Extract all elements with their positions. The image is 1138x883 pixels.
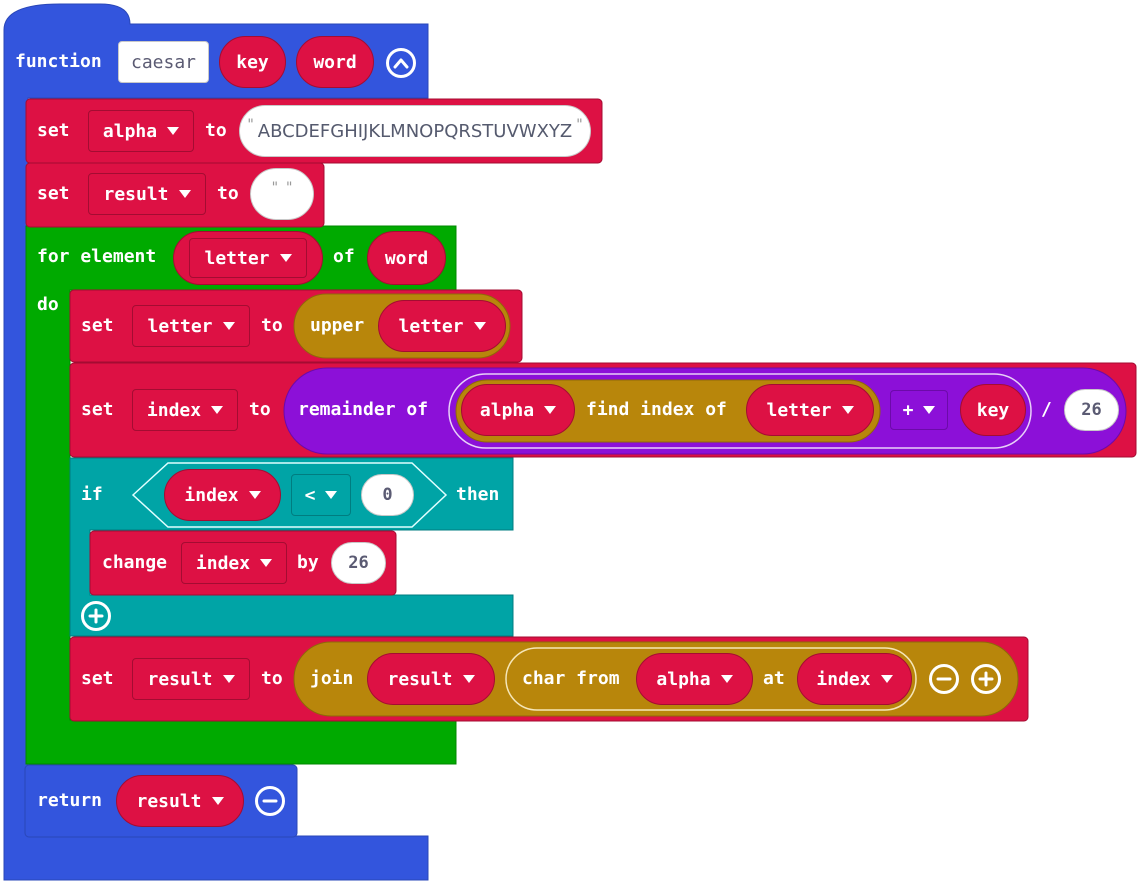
function-block-shape: [3, 3, 429, 881]
do-keyword: do: [37, 294, 59, 315]
set-keyword: set: [81, 399, 114, 420]
loop-variable[interactable]: letter: [173, 231, 323, 285]
then-keyword: then: [456, 484, 500, 505]
function-name-field[interactable]: caesar: [118, 41, 209, 83]
return-value-result[interactable]: result: [116, 775, 244, 827]
param-word[interactable]: word: [296, 36, 374, 88]
compare-left-index[interactable]: index: [164, 469, 281, 521]
join-label: join: [310, 668, 354, 689]
plus-operator-dropdown[interactable]: +: [890, 390, 948, 430]
remainder-label: remainder of: [298, 399, 429, 420]
for-source-word[interactable]: word: [367, 231, 446, 285]
empty-string-field[interactable]: " ": [250, 168, 314, 220]
to-keyword: to: [205, 120, 227, 141]
find-index-source-alpha[interactable]: alpha: [461, 384, 575, 436]
variable-dropdown-letter[interactable]: letter: [189, 238, 307, 278]
compare-right-number[interactable]: 0: [361, 474, 414, 516]
if-keyword: if: [81, 484, 103, 505]
compare-operator-dropdown[interactable]: <: [291, 474, 351, 516]
variable-dropdown-letter[interactable]: letter: [132, 305, 250, 347]
to-keyword: to: [249, 399, 271, 420]
of-keyword: of: [333, 246, 355, 267]
find-index-arg-letter[interactable]: letter: [746, 384, 874, 436]
join-arg-result[interactable]: result: [367, 653, 495, 705]
param-key[interactable]: key: [219, 36, 286, 88]
plus-icon[interactable]: [81, 601, 111, 631]
at-keyword: at: [763, 668, 785, 689]
alpha-string-field[interactable]: "ABCDEFGHIJKLMNOPQRSTUVWXYZ": [239, 105, 591, 157]
plus-icon[interactable]: [971, 664, 1001, 694]
to-keyword: to: [261, 668, 283, 689]
set-keyword: set: [81, 668, 114, 689]
char-from-label: char from: [522, 668, 620, 689]
return-keyword: return: [37, 790, 103, 811]
to-keyword: to: [261, 315, 283, 336]
set-keyword: set: [81, 315, 114, 336]
set-keyword: set: [37, 120, 70, 141]
char-from-source-alpha[interactable]: alpha: [636, 653, 753, 705]
sum-arg-key[interactable]: key: [960, 384, 1026, 436]
minus-icon[interactable]: [929, 664, 959, 694]
change-keyword: change: [102, 552, 168, 573]
upper-arg-letter[interactable]: letter: [378, 300, 506, 352]
divide-operator: /: [1041, 399, 1052, 420]
find-index-label: find index of: [586, 399, 727, 420]
variable-dropdown-result[interactable]: result: [88, 173, 206, 215]
by-keyword: by: [297, 552, 319, 573]
to-keyword: to: [217, 183, 239, 204]
set-keyword: set: [37, 183, 70, 204]
collapse-icon[interactable]: [386, 48, 416, 78]
minus-icon[interactable]: [255, 786, 285, 816]
upper-label: upper: [310, 315, 365, 336]
char-from-index[interactable]: index: [797, 653, 912, 705]
change-amount-field[interactable]: 26: [331, 542, 386, 584]
for-element-label: for element: [37, 246, 157, 267]
variable-dropdown-result[interactable]: result: [132, 658, 250, 700]
variable-dropdown-index[interactable]: index: [181, 542, 287, 584]
variable-dropdown-alpha[interactable]: alpha: [88, 110, 194, 152]
variable-dropdown-index[interactable]: index: [132, 389, 238, 431]
function-keyword: function: [15, 51, 102, 72]
modulus-number-field[interactable]: 26: [1064, 389, 1119, 431]
